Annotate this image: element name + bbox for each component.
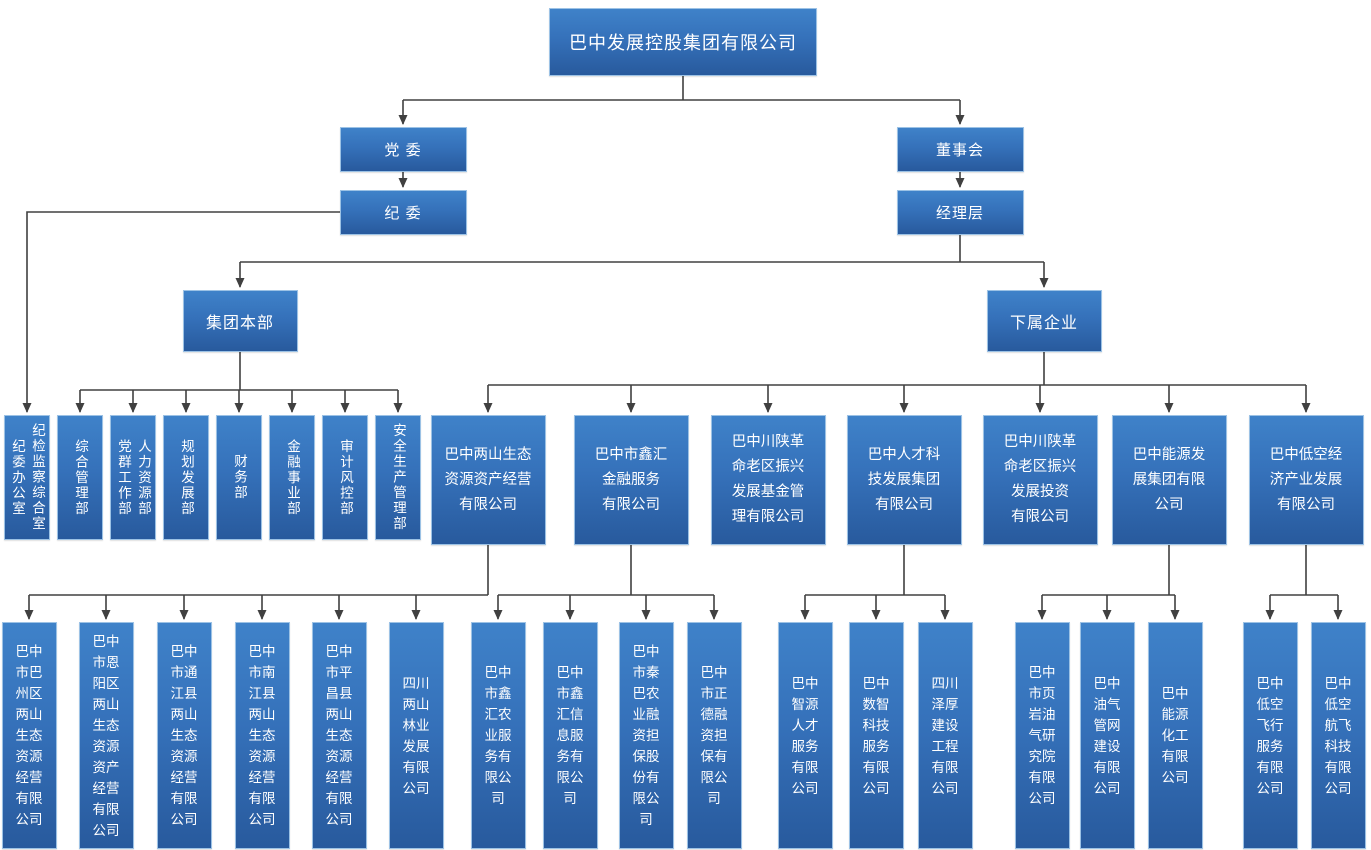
org-node-company-label: 巴中两山生态 资源资产经营 有限公司 bbox=[444, 446, 532, 513]
org-node-company: 巴中低空经 济产业发展 有限公司 bbox=[1248, 415, 1364, 545]
org-node-department-label: 人力资源部 党群工作部 bbox=[116, 438, 151, 517]
org-node-subcompany: 巴中市恩阳区两山生态资源资产经营有限公司 bbox=[78, 622, 134, 849]
org-node-company: 巴中人才科 技发展集团 有限公司 bbox=[846, 415, 962, 545]
org-node-subcompany: 巴中数智科技服务有限公司 bbox=[848, 622, 904, 849]
org-node-subcompany-label: 巴中油气管网建设有限公司 bbox=[1093, 675, 1121, 796]
org-node-department-label: 安全生产管理部 bbox=[391, 423, 406, 532]
org-node-subcompany: 巴中市平昌县两山生态资源经营有限公司 bbox=[311, 622, 367, 849]
org-node-subcompany: 巴中市鑫汇信息服务有限公司 bbox=[542, 622, 598, 849]
org-node-subcompany: 巴中市鑫汇农业服务有限公司 bbox=[470, 622, 526, 849]
org-node-company: 巴中两山生态 资源资产经营 有限公司 bbox=[430, 415, 546, 545]
org-node-subcompany-label: 巴中能源化工有限公司 bbox=[1161, 686, 1189, 785]
org-node-company: 巴中川陕革 命老区振兴 发展基金管 理有限公司 bbox=[710, 415, 826, 545]
org-node-company-label: 巴中市鑫汇 金融服务 有限公司 bbox=[594, 446, 668, 513]
org-node-board: 董事会 bbox=[896, 127, 1024, 172]
org-node-department: 人力资源部 党群工作部 bbox=[110, 415, 156, 540]
org-node-subcompany-label: 四川泽厚建设工程有限公司 bbox=[931, 675, 959, 796]
org-node-company-label: 巴中能源发 展集团有限 公司 bbox=[1132, 446, 1206, 513]
org-node-department: 纪检监察综合室 纪委办公室 bbox=[4, 415, 50, 540]
org-node-subcompany: 巴中市正德融资担保有限公司 bbox=[686, 622, 742, 849]
org-node-subcompany: 巴中市通江县两山生态资源经营有限公司 bbox=[156, 622, 212, 849]
org-node-board-label: 董事会 bbox=[935, 142, 984, 159]
org-node-company-label: 巴中川陕革 命老区振兴 发展投资 有限公司 bbox=[1003, 434, 1077, 525]
org-node-subcompany-label: 巴中数智科技服务有限公司 bbox=[862, 675, 890, 796]
org-node-management: 经理层 bbox=[896, 190, 1024, 235]
org-node-subcompany: 巴中能源化工有限公司 bbox=[1147, 622, 1203, 849]
org-node-subcompany: 巴中市秦巴农业融资担保股份有限公司 bbox=[618, 622, 674, 849]
org-node-department: 金融事业部 bbox=[269, 415, 315, 540]
org-node-company-label: 巴中人才科 技发展集团 有限公司 bbox=[867, 446, 941, 513]
org-node-department-label: 综合管理部 bbox=[73, 438, 88, 517]
org-node-subcompany: 巴中油气管网建设有限公司 bbox=[1079, 622, 1135, 849]
org-node-department-label: 金融事业部 bbox=[285, 438, 300, 517]
org-node-management-label: 经理层 bbox=[935, 205, 984, 222]
org-node-hq: 集团本部 bbox=[182, 290, 298, 352]
org-node-subcompany: 巴中市页岩油气研究院有限公司 bbox=[1014, 622, 1070, 849]
org-node-subcompany-label: 巴中市南江县两山生态资源经营有限公司 bbox=[248, 644, 276, 827]
org-node-subsidiaries-label: 下属企业 bbox=[1009, 315, 1078, 332]
org-node-subcompany-label: 巴中低空飞行服务有限公司 bbox=[1256, 675, 1284, 796]
org-node-subcompany-label: 巴中市页岩油气研究院有限公司 bbox=[1028, 665, 1056, 806]
org-node-company: 巴中市鑫汇 金融服务 有限公司 bbox=[573, 415, 689, 545]
org-node-hq-label: 集团本部 bbox=[205, 315, 274, 332]
org-node-party-committee: 党 委 bbox=[339, 127, 467, 172]
org-node-subcompany: 巴中市南江县两山生态资源经营有限公司 bbox=[234, 622, 290, 849]
org-node-discipline-committee: 纪 委 bbox=[339, 190, 467, 235]
org-node-subcompany-label: 巴中市平昌县两山生态资源经营有限公司 bbox=[325, 644, 353, 827]
org-node-subcompany: 巴中低空飞行服务有限公司 bbox=[1242, 622, 1298, 849]
org-node-department-label: 财务部 bbox=[232, 454, 247, 501]
org-node-company-label: 巴中低空经 济产业发展 有限公司 bbox=[1269, 446, 1343, 513]
org-node-subcompany: 巴中低空航飞科技有限公司 bbox=[1310, 622, 1366, 849]
org-node-department-label: 审计风控部 bbox=[338, 438, 353, 517]
org-node-subcompany-label: 巴中市秦巴农业融资担保股份有限公司 bbox=[632, 644, 660, 827]
org-node-department: 规划发展部 bbox=[163, 415, 209, 540]
org-node-discipline-committee-label: 纪 委 bbox=[384, 205, 422, 222]
org-node-subcompany: 巴中市巴州区两山生态资源经营有限公司 bbox=[1, 622, 57, 849]
org-node-subcompany-label: 巴中市通江县两山生态资源经营有限公司 bbox=[170, 644, 198, 827]
org-node-subsidiaries: 下属企业 bbox=[986, 290, 1102, 352]
org-node-company-label: 巴中川陕革 命老区振兴 发展基金管 理有限公司 bbox=[731, 434, 805, 525]
org-node-subcompany: 巴中智源人才服务有限公司 bbox=[777, 622, 833, 849]
org-node-subcompany-label: 巴中低空航飞科技有限公司 bbox=[1324, 675, 1352, 796]
org-node-department: 财务部 bbox=[216, 415, 262, 540]
org-node-subcompany: 四川两山林业发展有限公司 bbox=[388, 622, 444, 849]
org-node-root: 巴中发展控股集团有限公司 bbox=[549, 8, 817, 76]
org-node-department-label: 纪检监察综合室 纪委办公室 bbox=[10, 423, 45, 532]
org-node-subcompany: 四川泽厚建设工程有限公司 bbox=[917, 622, 973, 849]
org-node-subcompany-label: 巴中市鑫汇信息服务有限公司 bbox=[556, 665, 584, 806]
org-node-department-label: 规划发展部 bbox=[179, 438, 194, 517]
org-node-company: 巴中能源发 展集团有限 公司 bbox=[1111, 415, 1227, 545]
org-node-party-committee-label: 党 委 bbox=[384, 142, 422, 159]
org-node-subcompany-label: 巴中市鑫汇农业服务有限公司 bbox=[484, 665, 512, 806]
org-node-department: 审计风控部 bbox=[322, 415, 368, 540]
org-node-subcompany-label: 四川两山林业发展有限公司 bbox=[402, 675, 430, 796]
org-node-root-label: 巴中发展控股集团有限公司 bbox=[569, 33, 797, 53]
org-node-department: 安全生产管理部 bbox=[375, 415, 421, 540]
org-node-subcompany-label: 巴中市正德融资担保有限公司 bbox=[700, 665, 728, 806]
org-node-department: 综合管理部 bbox=[57, 415, 103, 540]
org-node-company: 巴中川陕革 命老区振兴 发展投资 有限公司 bbox=[982, 415, 1098, 545]
org-node-subcompany-label: 巴中市恩阳区两山生态资源资产经营有限公司 bbox=[92, 633, 120, 838]
org-node-subcompany-label: 巴中市巴州区两山生态资源经营有限公司 bbox=[15, 644, 43, 827]
org-node-subcompany-label: 巴中智源人才服务有限公司 bbox=[791, 675, 819, 796]
